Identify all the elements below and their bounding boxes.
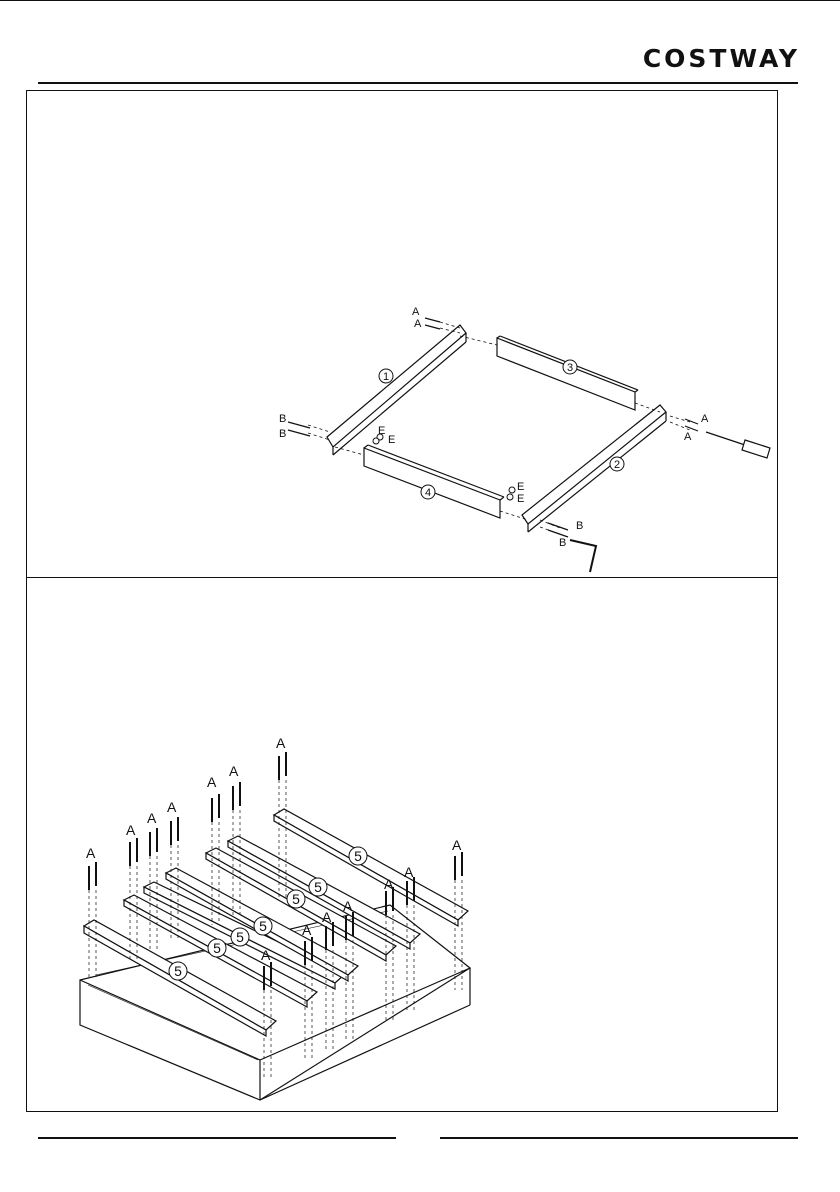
slat-label: 5	[236, 929, 244, 945]
screw-a-label: A	[384, 876, 394, 892]
slat-label: 5	[354, 848, 362, 864]
slat-label: 5	[174, 963, 182, 979]
screw-a-label: A	[322, 909, 332, 925]
screw-a-label: A	[261, 947, 271, 963]
screw-a-label: A	[452, 837, 462, 853]
screw-a-label: A	[126, 822, 136, 838]
screw-a-label: A	[276, 735, 286, 751]
screw-a-label: A	[207, 774, 217, 790]
screw-a-label: A	[229, 763, 239, 779]
slat-label: 5	[213, 940, 221, 956]
screw-a-label: A	[302, 922, 312, 938]
screw-a-label: A	[86, 845, 96, 861]
screw-a-label: A	[343, 898, 353, 914]
slat-label: 5	[259, 918, 267, 934]
slat-label: 5	[292, 891, 300, 907]
slat-label: 5	[314, 879, 322, 895]
screw-a-label: A	[147, 810, 157, 826]
screw-a-label: A	[404, 864, 414, 880]
screw-a-label: A	[167, 799, 177, 815]
